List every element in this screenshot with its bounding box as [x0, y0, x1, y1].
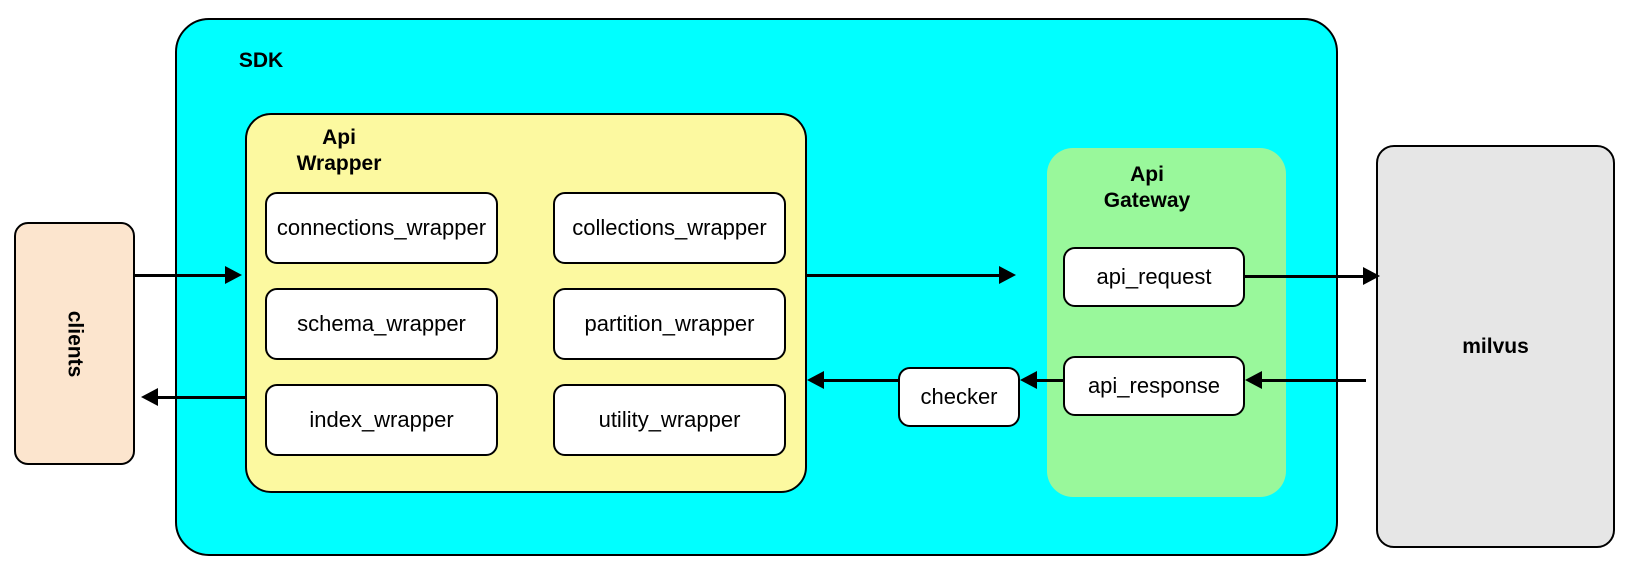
- arrow-response-to-checker-line: [1037, 379, 1063, 382]
- arrow-sdk-to-clients-head: [141, 388, 158, 406]
- arrow-clients-to-sdk-line: [135, 274, 227, 277]
- arrow-clients-to-sdk-head: [225, 266, 242, 284]
- box-partition-wrapper-label: partition_wrapper: [584, 311, 755, 336]
- arrow-sdk-to-clients-line: [158, 396, 246, 399]
- arrow-milvus-to-response-line: [1262, 379, 1366, 382]
- box-utility-wrapper-label: utility_wrapper: [598, 407, 741, 432]
- box-partition-wrapper[interactable]: partition_wrapper: [553, 288, 786, 360]
- box-schema-wrapper[interactable]: schema_wrapper: [265, 288, 498, 360]
- box-api-response-label: api_response: [1087, 373, 1221, 398]
- box-checker[interactable]: checker: [898, 367, 1020, 427]
- box-index-wrapper[interactable]: index_wrapper: [265, 384, 498, 456]
- arrow-wrapper-to-gateway-line: [807, 274, 1001, 277]
- box-api-request-label: api_request: [1096, 264, 1212, 289]
- arrow-milvus-to-response-head: [1245, 371, 1262, 389]
- arrow-checker-to-wrapper-line: [824, 379, 898, 382]
- arrow-request-to-milvus-line: [1245, 275, 1365, 278]
- box-clients[interactable]: clients: [14, 222, 135, 465]
- container-api-gateway-title: Api Gateway: [1103, 163, 1191, 212]
- box-api-request[interactable]: api_request: [1063, 247, 1245, 307]
- arrow-request-to-milvus-head: [1363, 267, 1380, 285]
- arrow-checker-to-wrapper-head: [807, 371, 824, 389]
- box-clients-label: clients: [63, 310, 87, 377]
- arrow-wrapper-to-gateway-head: [999, 266, 1016, 284]
- container-api-gateway[interactable]: Api Gateway: [1047, 148, 1286, 497]
- box-milvus-label: milvus: [1462, 334, 1529, 358]
- box-connections-wrapper-label: connections_wrapper: [276, 215, 487, 240]
- box-checker-label: checker: [920, 384, 998, 409]
- arrow-response-to-checker-head: [1020, 371, 1037, 389]
- container-api-wrapper-title: Api Wrapper: [296, 126, 382, 175]
- box-api-response[interactable]: api_response: [1063, 356, 1245, 416]
- box-milvus[interactable]: milvus: [1376, 145, 1615, 548]
- box-schema-wrapper-label: schema_wrapper: [297, 311, 466, 336]
- box-collections-wrapper[interactable]: collections_wrapper: [553, 192, 786, 264]
- box-collections-wrapper-label: collections_wrapper: [572, 215, 767, 240]
- box-connections-wrapper[interactable]: connections_wrapper: [265, 192, 498, 264]
- container-sdk-title: SDK: [238, 49, 284, 72]
- box-utility-wrapper[interactable]: utility_wrapper: [553, 384, 786, 456]
- box-index-wrapper-label: index_wrapper: [309, 407, 454, 432]
